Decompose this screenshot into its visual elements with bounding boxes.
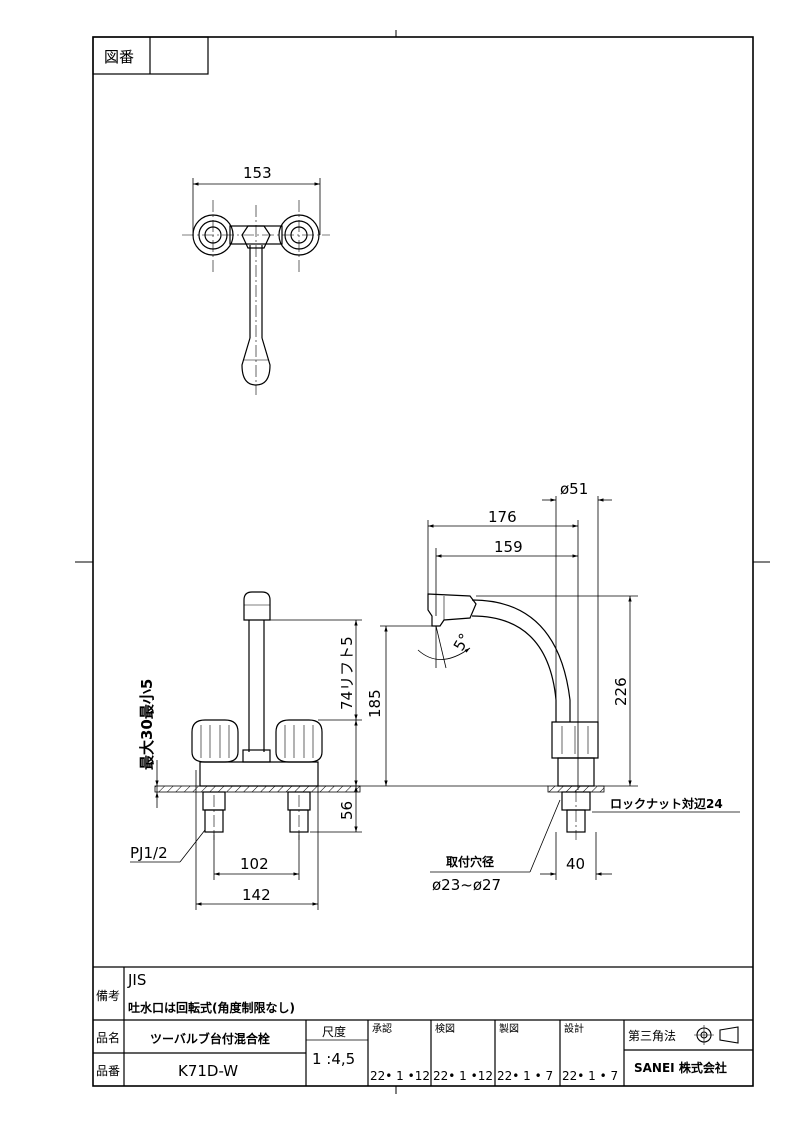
scale-label: 尺度 [322, 1024, 346, 1039]
front-height-dim: 185 [366, 689, 384, 718]
top-view [182, 178, 330, 395]
side-reach-dim: 176 [488, 508, 517, 526]
drawing-number-box: 図番 [92, 36, 209, 75]
scale-value: 1 :4,5 [312, 1050, 355, 1068]
designed-date: 22• 1 • 7 [562, 1069, 618, 1083]
front-lift-dim: 74リフト5 [338, 636, 356, 710]
side-spout-reach-dim: 159 [494, 538, 523, 556]
checked-date: 22• 1 •12 [433, 1069, 493, 1083]
side-locknut-label: ロックナット対辺24 [610, 796, 723, 811]
side-angle-dim: 5° [450, 630, 474, 654]
name-value: ツーバルブ台付混合栓 [150, 1031, 270, 1046]
sheet-border [75, 30, 770, 1094]
side-dimensions [380, 496, 740, 880]
approved-date: 22• 1 •12 [370, 1069, 430, 1083]
side-aerator-dia-dim: ø51 [560, 480, 588, 498]
side-overall-height-dim: 226 [612, 677, 630, 706]
front-thread-label: PJ1/2 [130, 844, 168, 862]
drawing-number-label: 図番 [104, 48, 134, 66]
designed-label: 設計 [564, 1022, 584, 1035]
approved-label: 承認 [372, 1022, 392, 1035]
side-view [427, 593, 599, 840]
side-mount-hole-range: ø23~ø27 [432, 876, 501, 894]
front-view [191, 591, 323, 840]
remarks-line2: 吐水口は回転式(角度制限なし) [128, 1000, 295, 1015]
drawn-date: 22• 1 • 7 [497, 1069, 553, 1083]
company-name: SANEI 株式会社 [634, 1060, 727, 1075]
top-width-dim: 153 [243, 164, 272, 182]
front-shank-dim: 56 [338, 801, 356, 820]
checked-label: 検図 [435, 1022, 455, 1035]
remarks-label: 備考 [96, 988, 120, 1003]
remarks-line1: JIS [127, 971, 146, 989]
front-overall-width-dim: 142 [242, 886, 271, 904]
side-shank-offset-dim: 40 [566, 855, 585, 873]
front-deck-dim: 最大30最小5 [138, 679, 156, 770]
front-deck-hatch [154, 785, 361, 793]
side-mount-hole-label: 取付穴径 [446, 854, 494, 869]
front-center-dim: 102 [240, 855, 269, 873]
title-block [93, 966, 753, 1086]
drawn-label: 製図 [499, 1022, 519, 1035]
part-label: 品番 [96, 1064, 120, 1078]
projection-label: 第三角法 [628, 1029, 676, 1043]
front-dimensions [130, 619, 380, 910]
side-deck-hatch [547, 785, 605, 793]
third-angle-projection-icon [694, 1025, 739, 1045]
name-label: 品名 [96, 1030, 120, 1045]
part-value: K71D-W [178, 1062, 238, 1080]
